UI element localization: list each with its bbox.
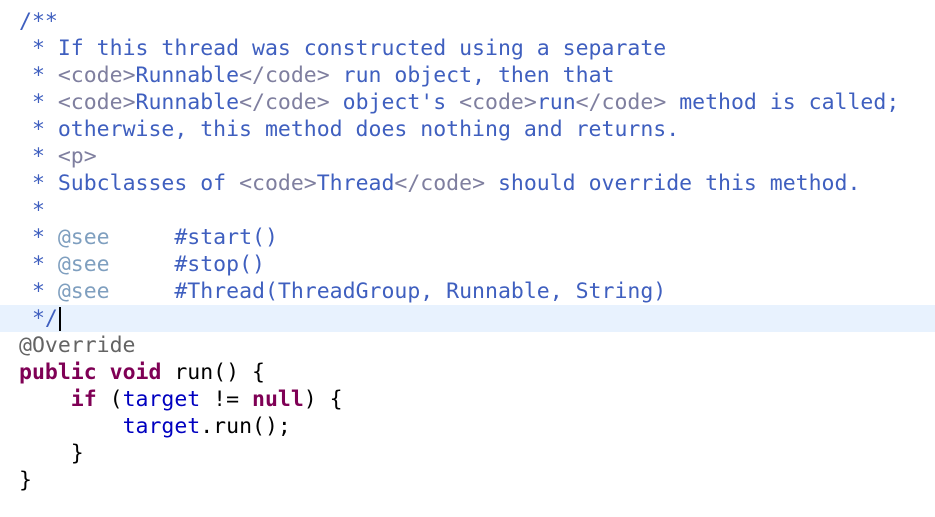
code-token: @Override — [19, 333, 136, 358]
code-token — [97, 360, 110, 385]
code-token: target — [122, 414, 201, 439]
code-token: run — [536, 90, 576, 115]
code-token: * — [19, 63, 58, 88]
code-token: * — [19, 36, 58, 61]
code-token: * — [19, 279, 58, 304]
code-token: * — [19, 171, 58, 196]
code-token: method is called; — [666, 90, 900, 115]
text-caret — [58, 307, 61, 331]
code-token: object's — [329, 90, 460, 115]
code-token: </code> — [239, 90, 330, 115]
code-token: null — [252, 387, 304, 412]
code-token: #start() — [109, 225, 278, 250]
code-token — [19, 414, 123, 439]
code-line[interactable]: } — [0, 440, 935, 467]
code-token: #Thread(ThreadGroup, Runnable, String) — [109, 279, 667, 304]
code-line[interactable]: target.run(); — [0, 413, 935, 440]
code-token: @see — [57, 225, 110, 250]
code-token: * — [19, 90, 58, 115]
code-token: Thread — [316, 171, 395, 196]
code-token: otherwise, this method does nothing and … — [57, 117, 680, 142]
code-line[interactable]: * Subclasses of <code>Thread</code> shou… — [0, 170, 935, 197]
code-token: @see — [57, 252, 110, 277]
code-token: * — [19, 144, 58, 169]
code-token: ( — [96, 387, 123, 412]
code-token: </code> — [575, 90, 667, 115]
code-line[interactable]: if (target != null) { — [0, 386, 935, 413]
code-token: <code> — [57, 63, 136, 88]
code-line[interactable]: * <code>Runnable</code> object's <code>r… — [0, 89, 935, 116]
code-token: target — [122, 387, 201, 412]
code-line[interactable]: * otherwise, this method does nothing an… — [0, 116, 935, 143]
code-token: } — [19, 468, 32, 493]
code-token: Runnable — [135, 90, 240, 115]
code-line[interactable]: } — [0, 467, 935, 494]
code-token: * — [19, 117, 58, 142]
code-token: </code> — [239, 63, 330, 88]
code-line[interactable]: * @see #stop() — [0, 251, 935, 278]
code-token: public — [19, 360, 97, 385]
code-token — [19, 387, 71, 412]
code-token: * — [19, 225, 58, 250]
code-line[interactable]: * If this thread was constructed using a… — [0, 35, 935, 62]
code-token: @see — [57, 279, 110, 304]
code-line[interactable]: @Override — [0, 332, 935, 359]
code-line[interactable]: * @see #Thread(ThreadGroup, Runnable, St… — [0, 278, 935, 305]
code-line[interactable]: * — [0, 197, 935, 224]
code-token: Subclasses of — [57, 171, 240, 196]
code-token: #stop() — [109, 252, 265, 277]
code-line[interactable]: * @see #start() — [0, 224, 935, 251]
code-token: != — [200, 387, 253, 412]
code-line[interactable]: * <p> — [0, 143, 935, 170]
code-token: if — [70, 387, 97, 412]
code-token: If this thread was constructed using a s… — [57, 36, 667, 61]
code-token: * — [19, 252, 58, 277]
code-token: </code> — [394, 171, 486, 196]
code-token: */ — [19, 306, 58, 331]
code-token: /** — [19, 9, 58, 34]
code-token: <p> — [57, 144, 97, 169]
code-area[interactable]: /** * If this thread was constructed usi… — [0, 8, 935, 494]
code-token: void — [109, 360, 162, 385]
code-token: } — [19, 441, 84, 466]
code-token: Runnable — [135, 63, 240, 88]
code-token: .run(); — [200, 414, 291, 439]
code-token: <code> — [57, 90, 136, 115]
code-token: should override this method. — [485, 171, 861, 196]
code-line[interactable]: /** — [0, 8, 935, 35]
current-code-line[interactable]: */ — [0, 305, 935, 332]
code-line[interactable]: public void run() { — [0, 359, 935, 386]
code-token: <code> — [459, 90, 537, 115]
code-token: <code> — [239, 171, 317, 196]
code-token: run object, then that — [329, 63, 615, 88]
code-token: * — [19, 198, 45, 223]
code-token: run() { — [161, 360, 265, 385]
code-line[interactable]: * <code>Runnable</code> run object, then… — [0, 62, 935, 89]
code-token: ) { — [303, 387, 343, 412]
